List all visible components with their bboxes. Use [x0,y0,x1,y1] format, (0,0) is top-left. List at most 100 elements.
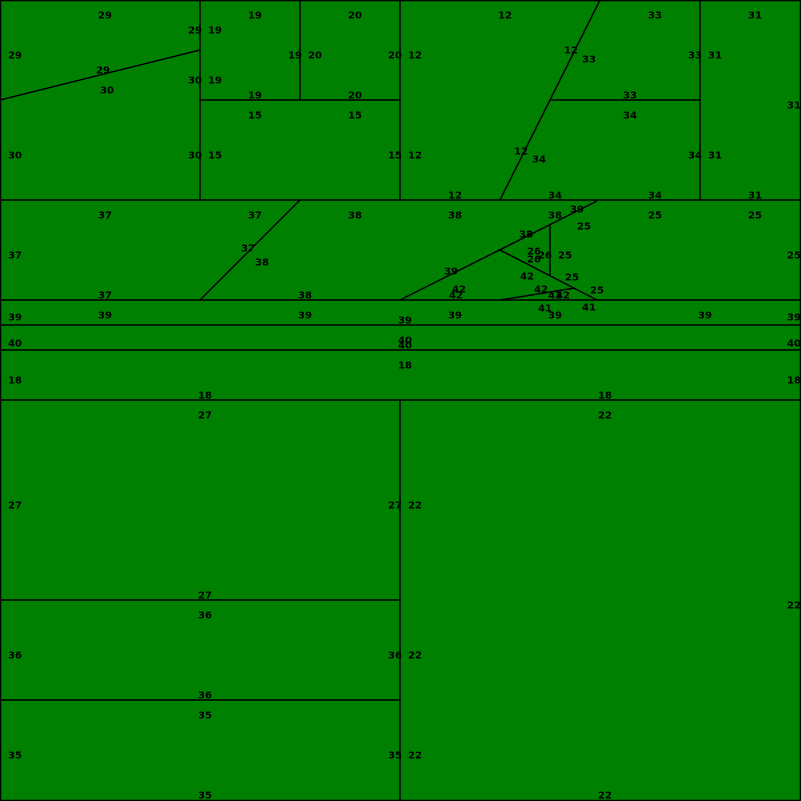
region-label: 40 [398,336,412,347]
region-label: 34 [648,191,662,202]
region-label: 34 [532,155,546,166]
edge [199,199,301,301]
region-label: 33 [582,55,596,66]
region-label: 19 [248,91,262,102]
region-label: 33 [688,51,702,62]
edge [0,49,201,101]
region-label: 18 [787,376,801,387]
region-label: 39 [398,316,412,327]
region-label: 37 [98,211,112,222]
region-label: 30 [188,76,202,87]
region-label: 36 [198,691,212,702]
region-label: 39 [570,205,584,216]
region-label: 26 [527,247,541,258]
region-label: 41 [548,291,562,302]
region-label: 15 [388,151,402,162]
edge [499,249,598,301]
region-label: 22 [408,751,422,762]
region-label: 12 [564,46,578,57]
region-label: 25 [577,222,591,233]
region-label: 30 [8,151,22,162]
region-label: 27 [198,591,212,602]
region-label: 38 [298,291,312,302]
region-label: 20 [308,51,322,62]
region-label: 25 [565,273,579,284]
region-label: 31 [748,11,762,22]
region-label: 18 [598,391,612,402]
region-label: 18 [398,361,412,372]
region-label: 25 [648,211,662,222]
region-label: 31 [787,101,801,112]
region-label: 42 [534,285,548,296]
region-label: 39 [8,313,22,324]
region-label: 38 [548,211,562,222]
region-label: 37 [98,291,112,302]
region-label: 26 [527,255,541,266]
region-label: 20 [348,91,362,102]
region-label: 37 [248,211,262,222]
region-label: 38 [255,258,269,269]
region-label: 42 [449,291,463,302]
region-label: 12 [408,151,422,162]
region-label: 35 [198,791,212,801]
region-label: 19 [208,26,222,37]
region-label: 31 [748,191,762,202]
edge [399,200,598,301]
region-label: 33 [648,11,662,22]
region-label: 37 [241,244,255,255]
region-label: 27 [198,411,212,422]
region-label: 18 [8,376,22,387]
region-label: 15 [348,111,362,122]
region-label: 25 [787,251,801,262]
region-label: 39 [298,311,312,322]
region-label: 12 [514,147,528,158]
region-label: 41 [538,304,552,315]
region-label: 42 [556,291,570,302]
region-label: 36 [8,651,22,662]
region-label: 30 [100,86,114,97]
region-label: 29 [96,66,110,77]
region-label: 41 [582,303,596,314]
region-label: 39 [787,313,801,324]
region-label: 25 [590,286,604,297]
region-label: 34 [548,191,562,202]
region-label: 31 [708,151,722,162]
region-label: 25 [748,211,762,222]
region-label: 15 [208,151,222,162]
region-label: 29 [98,11,112,22]
region-label: 35 [8,751,22,762]
region-label: 31 [708,51,722,62]
region-label: 38 [348,211,362,222]
region-label: 38 [519,230,533,241]
region-label: 12 [498,11,512,22]
region-label: 29 [188,26,202,37]
region-label: 22 [598,791,612,801]
region-label: 20 [388,51,402,62]
region-label: 37 [8,251,22,262]
region-label: 22 [408,651,422,662]
region-label: 27 [8,501,22,512]
region-label: 40 [787,339,801,350]
region-label: 20 [348,11,362,22]
region-label: 25 [558,251,572,262]
region-label: 19 [288,51,302,62]
region-label: 22 [787,601,801,612]
region-label: 33 [623,91,637,102]
region-label: 39 [448,311,462,322]
region-label: 22 [598,411,612,422]
region-label: 15 [248,111,262,122]
region-label: 19 [208,76,222,87]
region-label: 40 [8,339,22,350]
region-label: 19 [248,11,262,22]
region-label: 34 [623,111,637,122]
region-label: 22 [408,501,422,512]
region-label: 26 [538,251,552,262]
region-label: 42 [452,285,466,296]
region-label: 38 [448,211,462,222]
region-label: 36 [198,611,212,622]
region-label: 39 [98,311,112,322]
region-label: 34 [688,151,702,162]
